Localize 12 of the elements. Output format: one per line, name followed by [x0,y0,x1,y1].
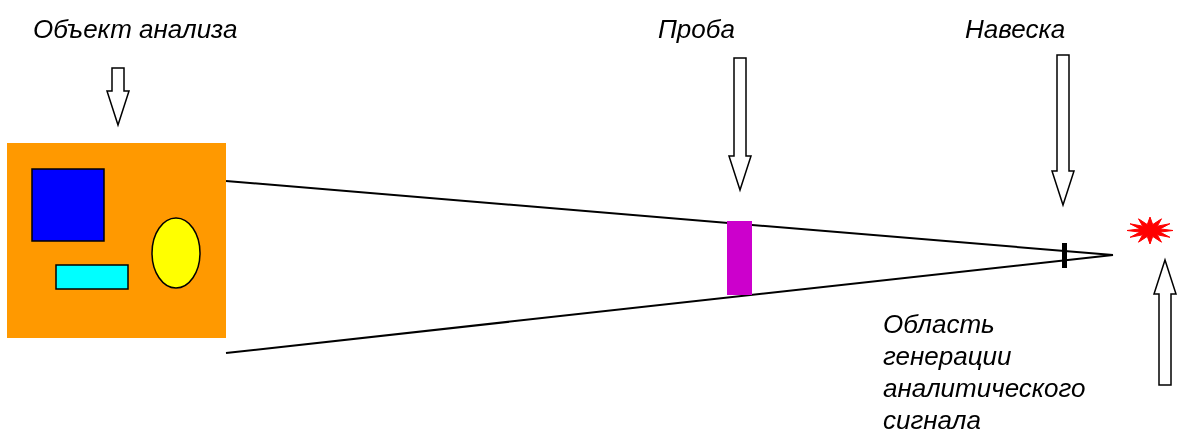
analysis-object-drawing [7,143,226,338]
portion-bar [1062,243,1067,268]
block-arrow [727,57,753,193]
signal-burst-icon [1127,217,1173,244]
sample-bar [727,221,752,295]
caption-text: Объект анализа [33,13,293,47]
block-arrow [105,67,131,128]
caption-text: Область генерации аналитического сигнала [883,308,1105,438]
block-arrow [1152,257,1178,386]
caption-text: Проба [658,13,758,47]
caption-text: Навеска [965,13,1095,47]
block-arrow [1050,54,1076,208]
